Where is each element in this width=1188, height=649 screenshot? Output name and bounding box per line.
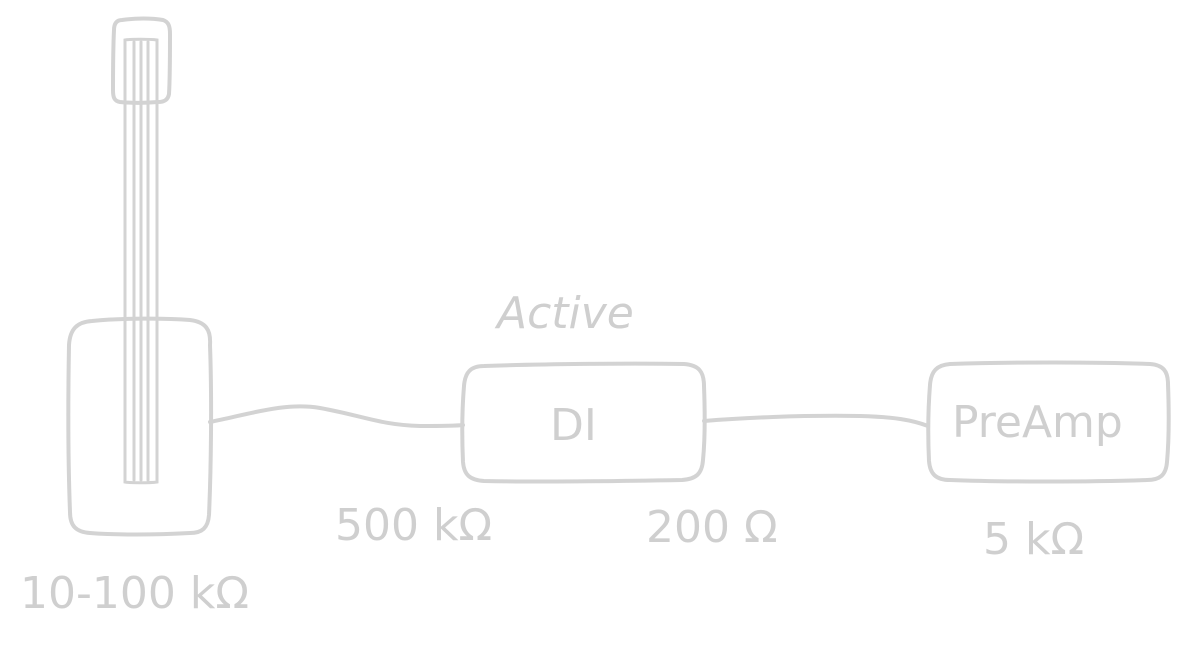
guitar-neck: [123, 37, 159, 485]
preamp-box-label: PreAmp: [952, 397, 1123, 448]
guitar-body: [66, 316, 214, 537]
preamp-input-impedance-label: 5 kΩ: [983, 514, 1084, 565]
preamp-box: [926, 360, 1171, 484]
di-box-label: DI: [550, 400, 597, 451]
cable-di-to-preamp: [702, 413, 930, 428]
guitar-icon: [66, 16, 214, 537]
di-type-label: Active: [494, 288, 634, 339]
di-box: [460, 361, 707, 484]
cable-guitar-to-di: [208, 404, 465, 428]
guitar-impedance-label: 10-100 kΩ: [20, 568, 249, 619]
di-input-impedance-label: 500 kΩ: [335, 500, 492, 551]
di-output-impedance-label: 200 Ω: [646, 502, 778, 553]
